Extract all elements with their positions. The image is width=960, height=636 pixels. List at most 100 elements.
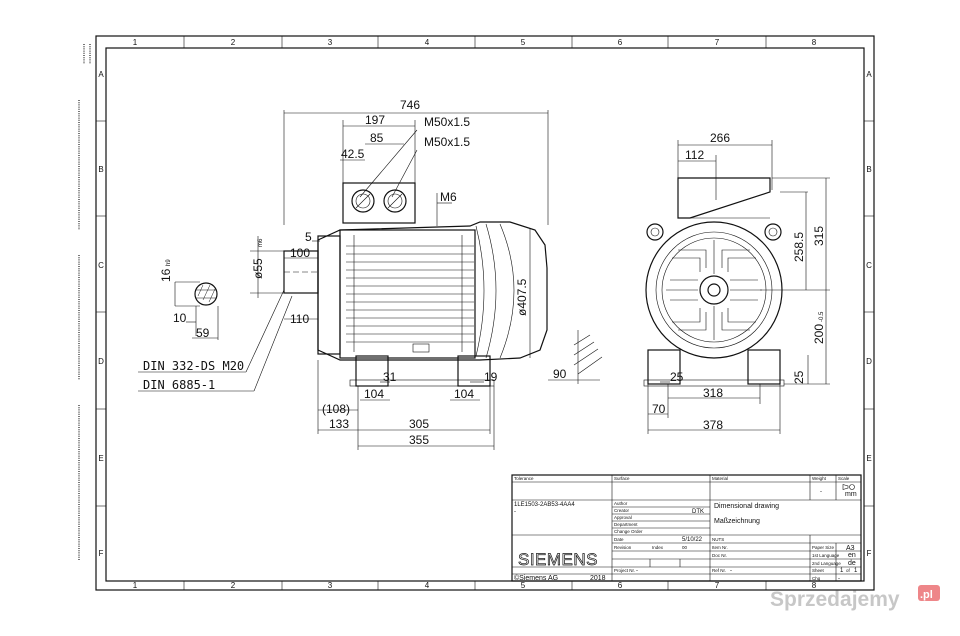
dim-terminal-85: 85 [370, 131, 384, 145]
col-label-8-bottom: 8 [812, 581, 817, 590]
col-label-7-bottom: 7 [715, 581, 720, 590]
tb-scale-value: - [820, 489, 822, 495]
row-label-e-right: E [866, 454, 871, 463]
col-label-4: 4 [425, 38, 430, 47]
col-label-5: 5 [521, 38, 526, 47]
tb-index-value: 00 [682, 545, 688, 550]
row-label-f: F [99, 549, 104, 558]
dim-shaft-100: 100 [290, 246, 310, 260]
siemens-logo: SIEMENS [518, 550, 598, 569]
tb-project-value: - [636, 568, 638, 574]
watermark: Sprzedajemy .pl [770, 585, 940, 611]
dim-355: 355 [409, 433, 429, 447]
tb-author-label: Author [614, 501, 628, 506]
margin-fine-print [78, 44, 91, 560]
dim-305: 305 [409, 417, 429, 431]
dim-foot-104-a: 104 [364, 387, 384, 401]
dim-133: 133 [329, 417, 349, 431]
dim-terminal-42-5: 42.5 [341, 147, 365, 161]
tb-lang2-label: 2nd Language [812, 561, 841, 566]
tb-ref-label: Ref Nr. [712, 568, 726, 573]
tb-change-no-label: Chg [812, 576, 821, 581]
tb-ref-value: - [730, 568, 732, 574]
row-label-b-right: B [866, 165, 871, 174]
note-din-6885: DIN 6885-1 [143, 378, 215, 392]
tb-surface-label: Surface [614, 476, 630, 481]
tb-change-no: - [838, 576, 840, 582]
col-label-8: 8 [812, 38, 817, 47]
col-label-3-bottom: 3 [328, 581, 333, 590]
tb-date-value: 5/10/22 [682, 537, 703, 543]
row-label-c-right: C [866, 261, 872, 270]
tb-sheet-total: 1 [854, 568, 858, 574]
row-label-d: D [98, 357, 104, 366]
dim-shaft-5: 5 [305, 230, 312, 244]
tb-revision-label: Revision [614, 545, 632, 550]
shaft-key-detail: 16 h9 10 59 [159, 259, 219, 340]
dim-height-258-5: 258.5 [792, 232, 806, 262]
row-label-f-right: F [867, 549, 872, 558]
col-label-1-bottom: 1 [133, 581, 138, 590]
key-height-tol: h9 [166, 259, 172, 266]
dim-shaft-dia-tol: m6 [258, 238, 264, 247]
dim-offset-112: 112 [685, 148, 704, 162]
tb-item-label: Item Nr. [712, 545, 728, 550]
motor-end-view: 266 112 [643, 131, 830, 434]
dim-shaft-dia: ø55 [251, 258, 265, 279]
col-label-3: 3 [328, 38, 333, 47]
tb-copyright-year: 2018 [590, 575, 606, 582]
col-label-2: 2 [231, 38, 236, 47]
key-width-59: 59 [196, 326, 210, 340]
tb-project-label: Project Nr. [614, 568, 635, 573]
dim-width-266: 266 [710, 131, 730, 145]
dim-height-315: 315 [812, 226, 826, 246]
tb-sheet-no: 1 [840, 568, 844, 574]
row-label-c: C [98, 261, 104, 270]
dim-foot-318: 318 [703, 386, 723, 400]
tb-paper-size: A3 [846, 545, 855, 552]
row-label-a: A [98, 70, 104, 79]
col-label-2-bottom: 2 [231, 581, 236, 590]
tb-sheet-label: Sheet [812, 568, 825, 573]
dim-overall-378: 378 [703, 418, 723, 432]
motor-side-view: 746 197 85 42.5 M50x1.5 M50x1.5 M6 [138, 98, 603, 450]
gland-label-2: M50x1.5 [424, 135, 470, 149]
watermark-suffix: .pl [920, 589, 933, 601]
projection-symbol-icon [842, 484, 855, 490]
tb-department-label: Department [614, 522, 638, 527]
tb-change-order-label: Change Order [614, 529, 643, 534]
title-block: Tolerance Surface Material Weight Scale … [511, 474, 862, 582]
tb-creator-label: Creator [614, 508, 630, 513]
tb-date-label: Date [614, 537, 624, 542]
dim-90: 90 [553, 367, 567, 381]
tb-lang1: en [848, 552, 856, 559]
watermark-text: Sprzedajemy [770, 588, 900, 611]
sheet-frame: 1 2 3 4 5 6 7 8 1 2 3 4 5 6 7 8 A B C D … [78, 35, 875, 591]
col-label-6-bottom: 6 [618, 581, 623, 590]
tb-weight-label: Weight [812, 476, 827, 481]
dim-terminal-197: 197 [365, 113, 385, 127]
dim-foot-25-b: 25 [792, 370, 806, 384]
col-label-6: 6 [618, 38, 623, 47]
tb-index-label: Index [652, 545, 664, 550]
tb-paper-size-label: Paper Size [812, 545, 835, 550]
tb-doc-label: Doc Nr. [712, 553, 727, 558]
col-label-5-bottom: 5 [521, 581, 526, 590]
tb-part-number-sub: - [514, 509, 516, 515]
col-label-4-bottom: 4 [425, 581, 430, 590]
dim-foot-19: 19 [484, 370, 498, 384]
note-din-332: DIN 332-DS M20 [143, 359, 244, 373]
tb-description-de: Maßzeichnung [714, 518, 760, 525]
dim-shaft-height: 200 [812, 324, 826, 344]
tb-material-label: Material [712, 476, 728, 481]
dim-shaft-110: 110 [290, 312, 309, 326]
dim-flange-dia: ø407.5 [515, 278, 529, 316]
dim-foot-25-a: 25 [670, 370, 684, 384]
tb-lang2: de [848, 560, 856, 567]
row-label-b: B [98, 165, 103, 174]
dim-foot-70: 70 [652, 402, 666, 416]
tb-copyright: ©Siemens AG [514, 574, 558, 582]
key-height-label: 16 [159, 268, 173, 282]
col-label-7: 7 [715, 38, 720, 47]
